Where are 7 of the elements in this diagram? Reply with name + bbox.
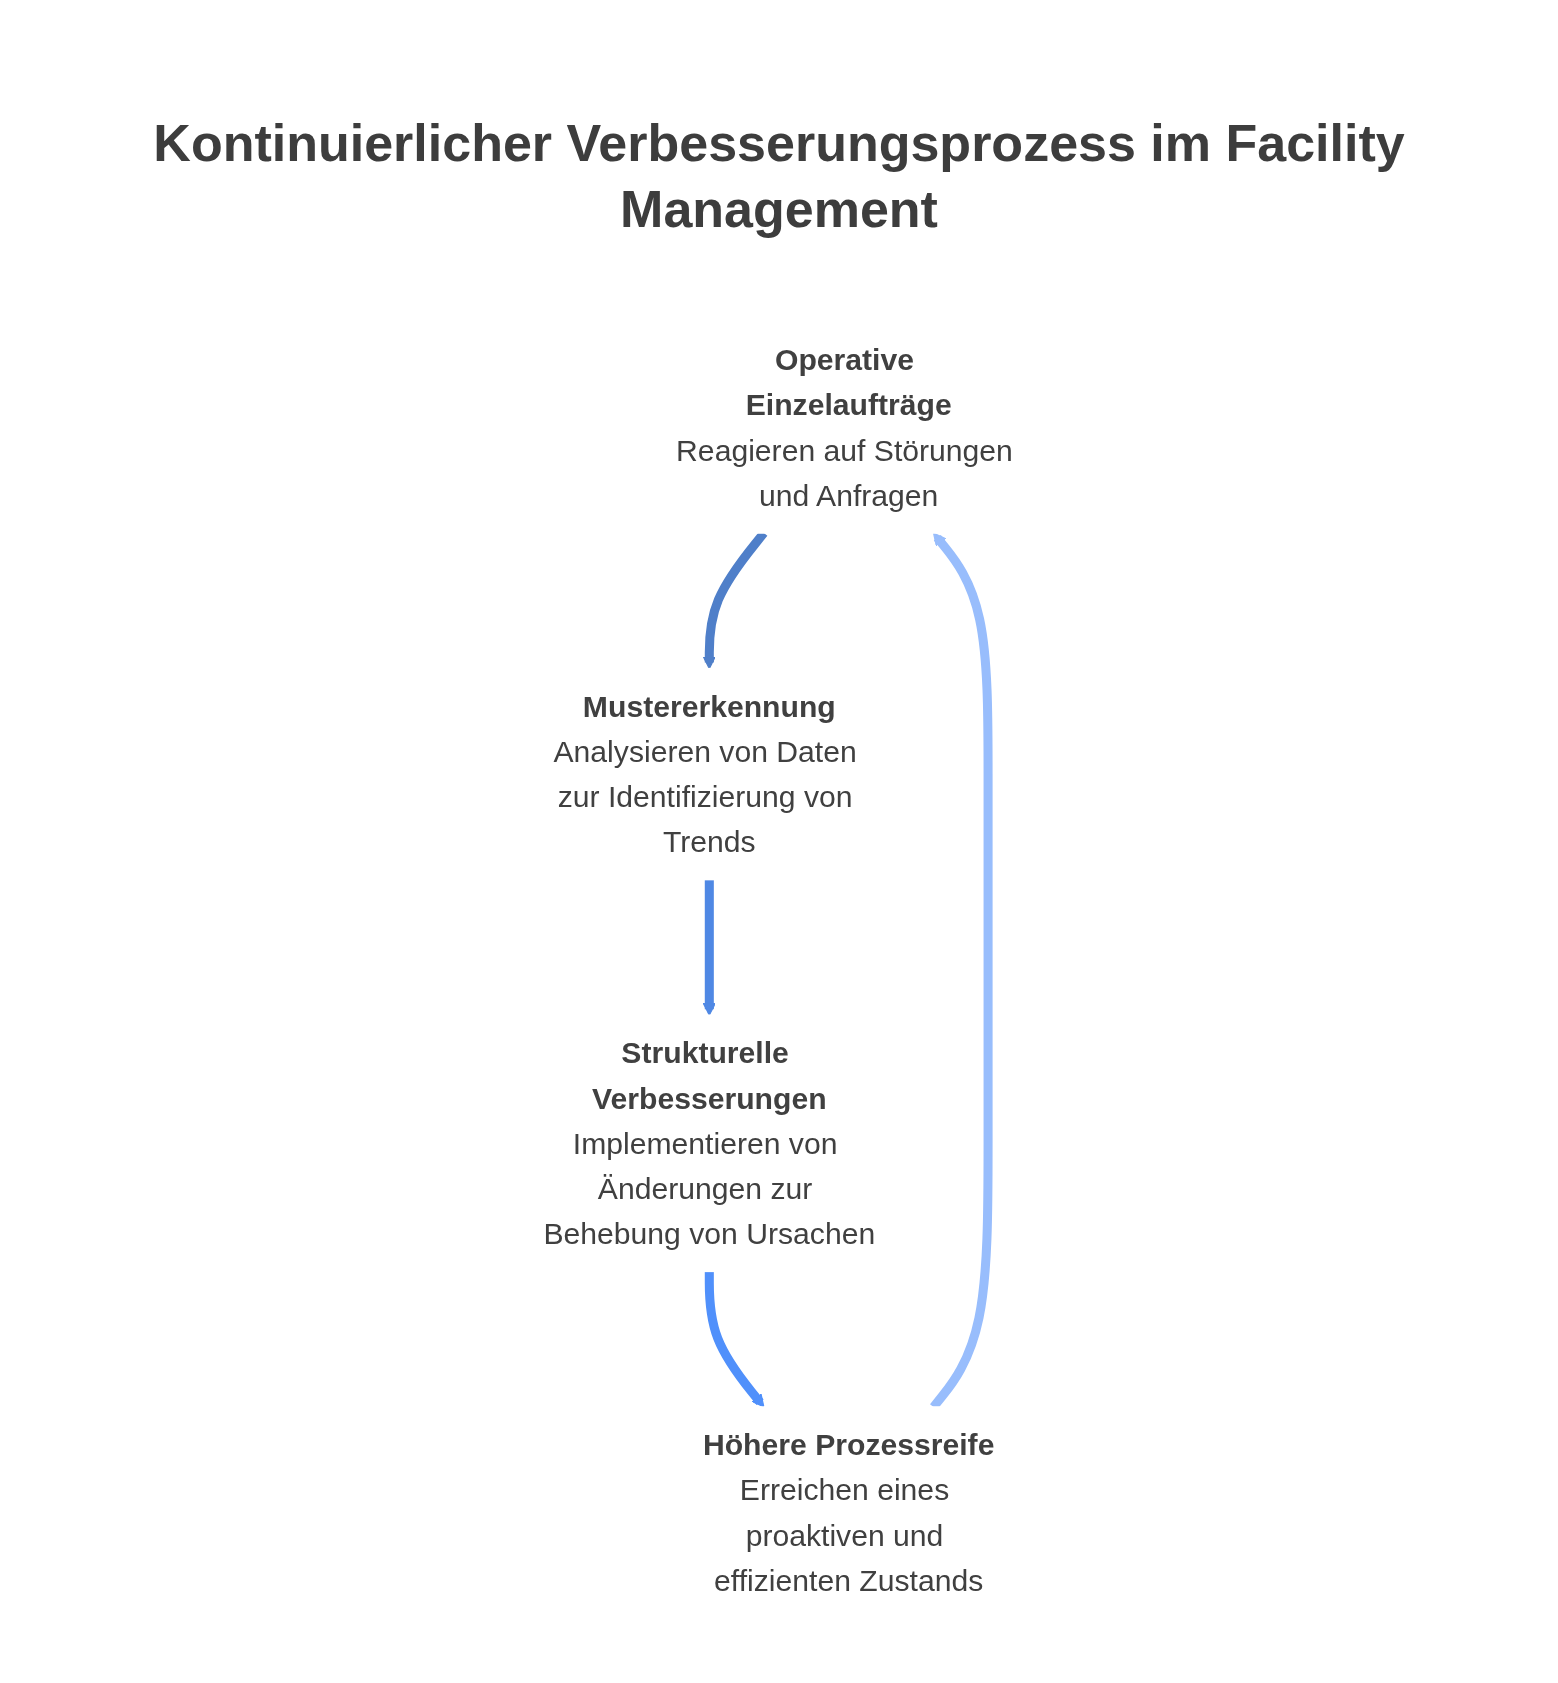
arrow xyxy=(704,1271,765,1408)
arrow xyxy=(702,879,716,1016)
node-text: Operative Einzelaufträge Reagieren auf Störungen und Anfragen xyxy=(676,343,1013,512)
node-text: Strukturelle Verbesserungen Implementieren von Änderungen zur Behebung von Ursachen xyxy=(543,1036,876,1251)
title: Kontinuierlicher Verbesserungsprozess im Facility Management xyxy=(152,113,1406,240)
node-text: Mustererkennung Analysieren von Daten zur Identifizierung von Trends xyxy=(553,689,857,859)
node-text: Höhere Prozessreife Erreichen eines proaktiven und effizienten Zustands xyxy=(702,1428,995,1597)
